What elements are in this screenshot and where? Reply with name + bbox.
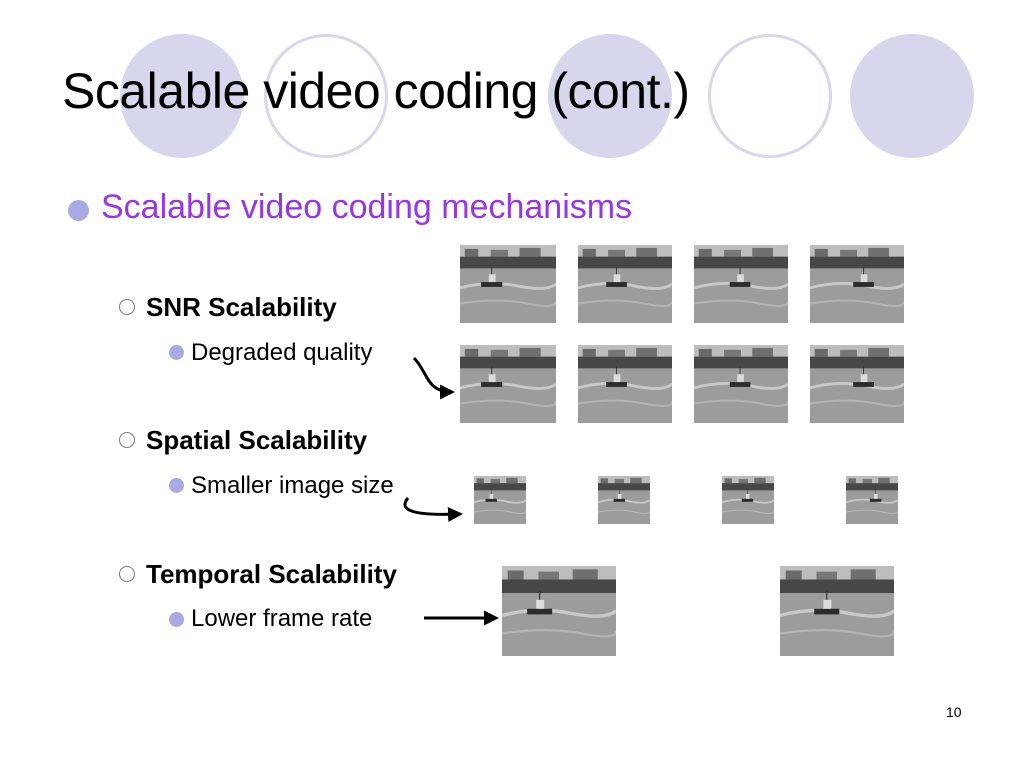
lower-frame-rate-label: Lower frame rate: [191, 605, 373, 632]
hollow-circle-icon: [119, 299, 135, 315]
snr-scalability-label: SNR Scalability: [146, 292, 337, 322]
snr-arrow: [412, 356, 455, 400]
video-frame-image: [694, 345, 788, 423]
video-frame-image: [502, 566, 616, 656]
filled-circle-icon: [169, 478, 184, 493]
video-frame-image: [780, 566, 894, 656]
video-frame-image: [474, 476, 526, 524]
degraded-quality-label: Degraded quality: [191, 339, 373, 366]
video-frame-image: [810, 245, 904, 323]
decorative-circle: [264, 34, 388, 158]
temporal-scalability-label: Temporal Scalability: [146, 559, 397, 589]
filled-circle-icon: [169, 612, 184, 627]
video-frame-image: [598, 476, 650, 524]
decorative-circle: [548, 34, 672, 158]
hollow-circle-icon: [119, 432, 135, 448]
decorative-circle: [120, 34, 244, 158]
video-frame-image: [460, 245, 556, 323]
page-number: 10: [946, 704, 962, 720]
video-frame-image: [460, 345, 556, 423]
video-frame-image: [846, 476, 898, 524]
decorative-circle: [708, 34, 832, 158]
filled-circle-icon: [169, 345, 184, 360]
section-heading: Scalable video coding mechanisms: [101, 188, 633, 226]
hollow-circle-icon: [119, 566, 135, 582]
video-frame-image: [810, 345, 904, 423]
filled-circle-icon: [68, 200, 89, 221]
video-frame-image: [578, 345, 672, 423]
video-frame-image: [578, 245, 672, 323]
video-frame-image: [722, 476, 774, 524]
spatial-arrow: [403, 497, 463, 522]
slide-title: Scalable video coding (cont.): [62, 63, 690, 119]
smaller-image-size-label: Smaller image size: [191, 472, 394, 499]
spatial-scalability-label: Spatial Scalability: [146, 425, 368, 455]
decorative-circle: [850, 34, 974, 158]
video-frame-image: [694, 245, 788, 323]
